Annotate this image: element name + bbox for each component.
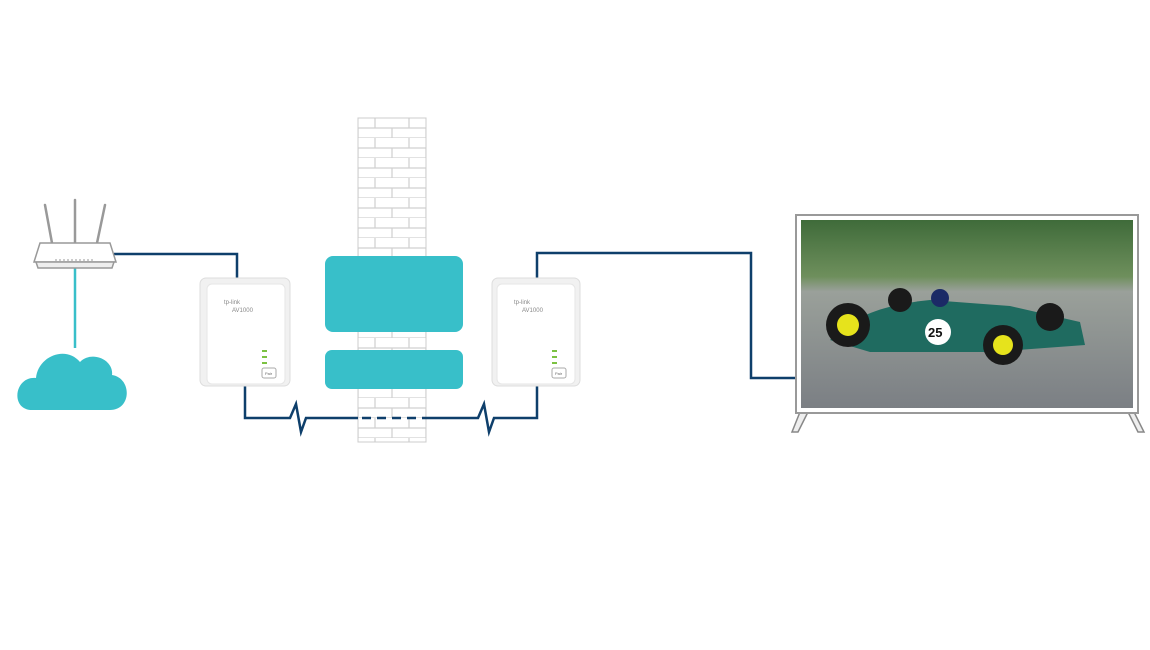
signal-block-large — [325, 256, 463, 332]
pair-label: Pair — [265, 371, 273, 376]
ethernet-wires — [114, 251, 798, 437]
brand-logo: tp-link — [514, 300, 531, 306]
signal-block-small — [325, 350, 463, 389]
television: 25 — [790, 214, 1146, 433]
model-label: AV1000 — [522, 308, 544, 314]
pair-label: Pair — [555, 371, 563, 376]
pair-button[interactable] — [261, 367, 277, 379]
router-icon — [32, 198, 118, 269]
car-number: 25 — [928, 325, 942, 340]
brand-logo: tp-link — [224, 300, 241, 306]
powerline-adapter-left: tp-link AV1000 Pair — [199, 277, 291, 387]
powerline-adapter-right: tp-link AV1000 Pair — [491, 277, 581, 387]
cloud-icon — [17, 353, 127, 410]
model-label: AV1000 — [232, 308, 254, 314]
pair-button[interactable] — [551, 367, 567, 379]
